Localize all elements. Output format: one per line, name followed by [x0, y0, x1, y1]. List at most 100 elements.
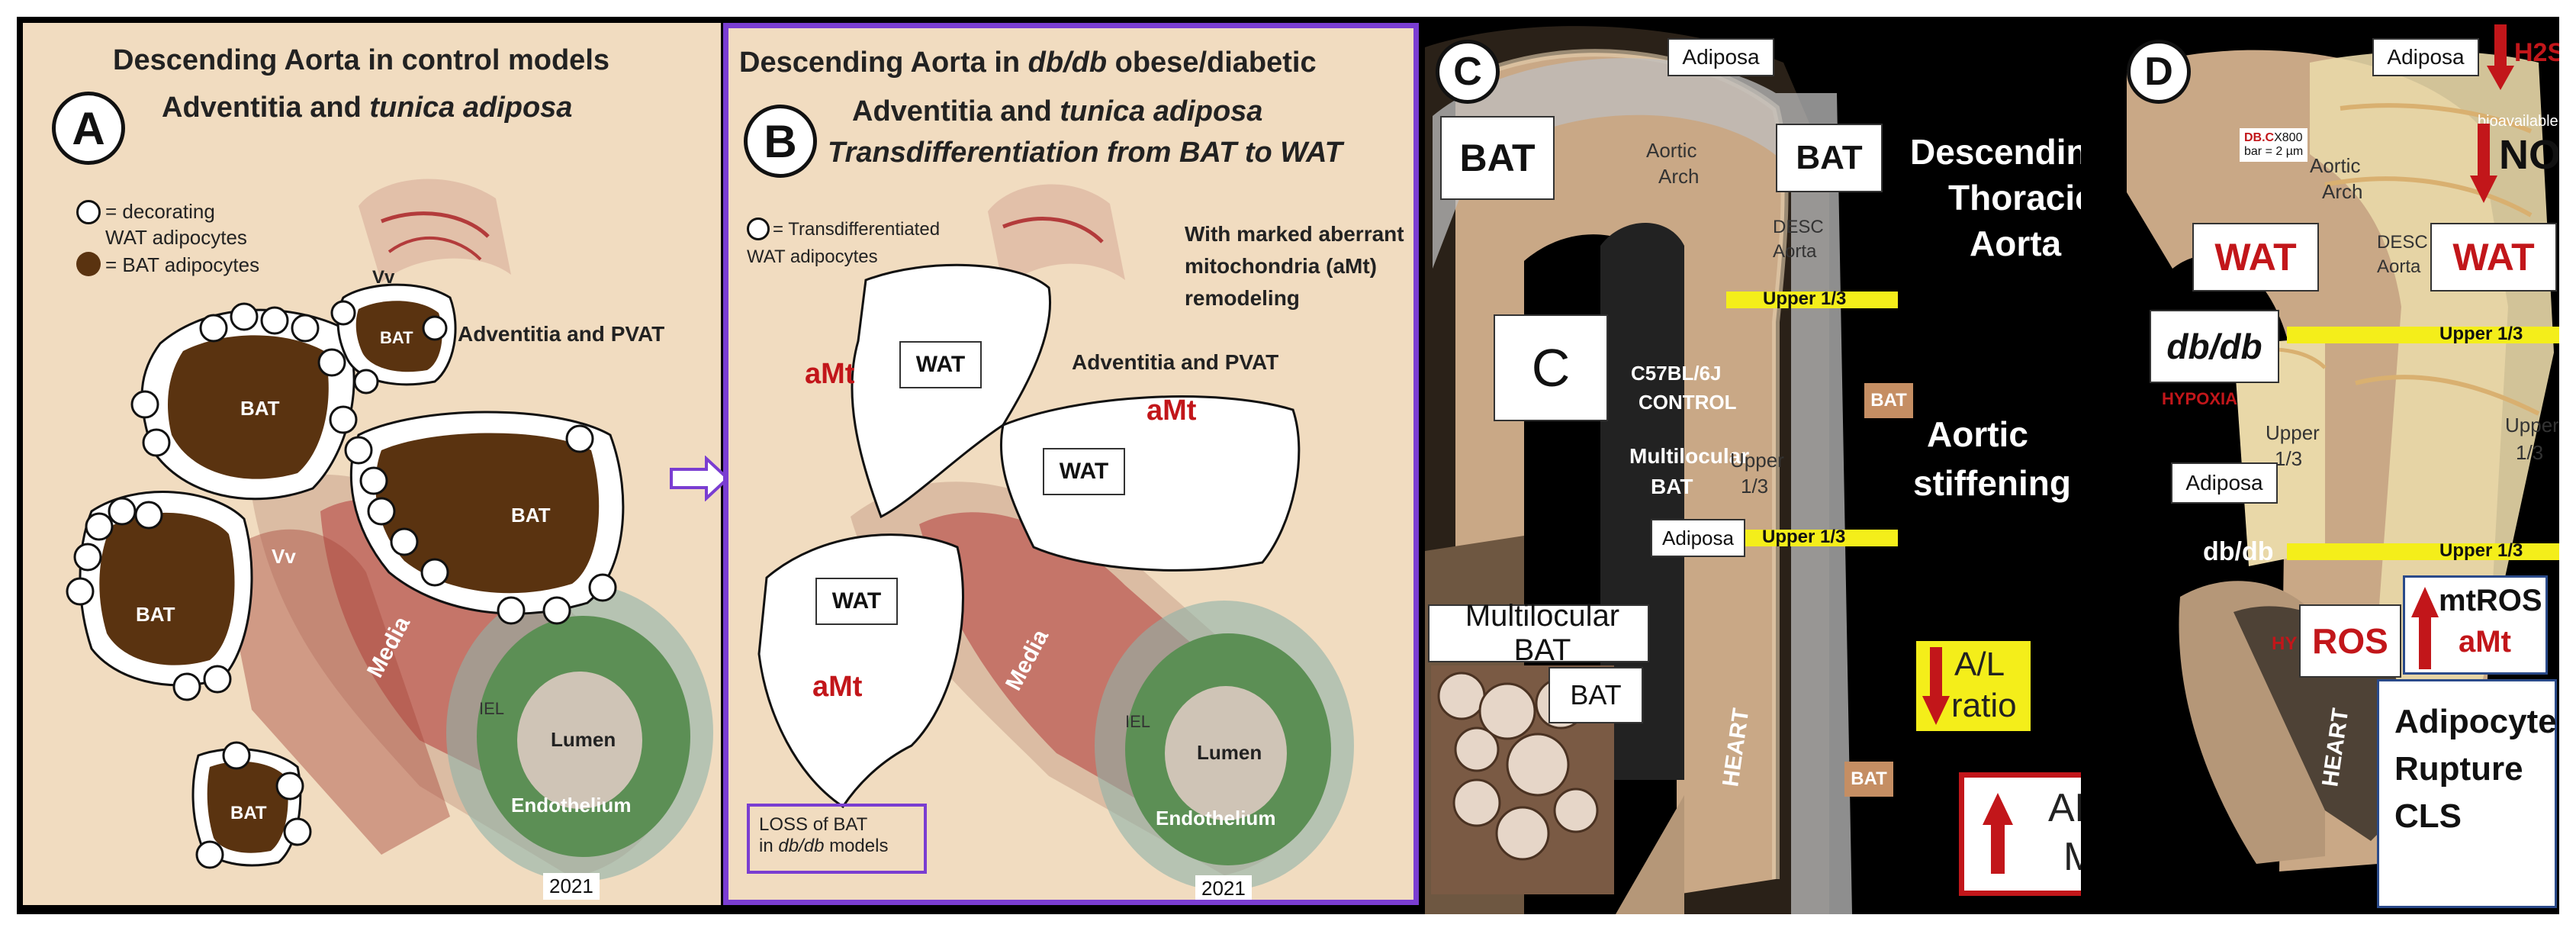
lumen-label-b: Lumen: [1197, 741, 1262, 764]
bat-label-3: BAT: [511, 504, 551, 527]
legend-white-dot: [76, 200, 101, 224]
scale-line-1b: X800: [2274, 131, 2303, 144]
note-line-2: mitochondria (aMt): [1185, 254, 1377, 278]
endothelium-label-b: Endothelium: [1156, 807, 1276, 830]
scale-line-1: DB.CX800: [2244, 131, 2303, 145]
down-arrow-icon: [1922, 647, 1950, 725]
panel-b-title-2a: Adventitia and: [852, 95, 1060, 127]
up-arrow-icon: [1983, 793, 2013, 874]
wat-blob: [757, 533, 964, 809]
stiffening-1: Aortic: [1927, 414, 2028, 454]
note-line-3: remodeling: [1185, 286, 1300, 310]
bat-box-c-inset: BAT: [1548, 667, 1643, 723]
upper-d-2: 1/3: [2275, 447, 2303, 470]
bat-tag-c-1: BAT: [1864, 383, 1913, 418]
mtros-box: mtROS aMt: [2403, 575, 2548, 675]
no-down-arrow-icon: [2470, 124, 2497, 203]
svg-text:Vv: Vv: [272, 545, 296, 568]
bat-blob: [349, 411, 625, 615]
adventitia-pvat-label-b: Adventitia and PVAT: [1072, 350, 1279, 374]
adiposa-box-c: Adiposa: [1667, 38, 1774, 76]
legend-transdiff-text-1: = Transdifferentiated: [773, 219, 941, 240]
adventitia-pvat-label: Adventitia and PVAT: [458, 322, 665, 346]
mtros-up-arrow-icon: [2411, 587, 2439, 669]
panel-d-letter: D: [2127, 40, 2191, 104]
mtros-label: mtROS: [2439, 584, 2542, 617]
panel-c: HEART C Adiposa BAT BAT Aortic Arch DESC…: [1425, 17, 1936, 914]
adiposa-box-d: Adiposa: [2372, 38, 2479, 76]
aortic-arch-c-1: Aortic: [1646, 139, 1697, 162]
multilocular-bat-box: Multilocular BAT: [1428, 599, 1649, 667]
upper-third-bar-d-2-text: Upper 1/3: [2439, 540, 2523, 561]
stiffening-2: stiffening: [1913, 463, 2071, 503]
bat-box-c-right: BAT: [1776, 124, 1883, 192]
rupture-line-1: Adipocyte: [2394, 703, 2557, 740]
upper-third-bar-c-1-text: Upper 1/3: [1763, 288, 1847, 309]
vv-label: Vv: [372, 267, 395, 288]
side-title-3: Aorta: [1970, 224, 2062, 263]
wat-box-d-right: WAT: [2430, 223, 2557, 292]
bat-blob: [191, 748, 302, 867]
side-title-2: Thoracic: [1948, 178, 2095, 217]
dbdb-box-d: db/db: [2150, 310, 2279, 383]
legend-white-text: = decorating: [105, 200, 215, 223]
wat-box-2: WAT: [1043, 448, 1125, 495]
upper-side-c-2: 1/3: [1741, 475, 1769, 498]
wat-box-d-left: WAT: [2192, 223, 2319, 292]
upper-third-bar-d-1: Upper 1/3: [2287, 324, 2559, 344]
rupture-box: Adipocyte Rupture CLS: [2377, 679, 2557, 908]
panel-c-letter: C: [1436, 40, 1500, 104]
legend-transdiff-text-2: WAT adipocytes: [747, 246, 878, 267]
al-text-2: ratio: [1951, 687, 2017, 724]
bat-label-2: BAT: [380, 328, 413, 347]
ros-box: ROS: [2299, 604, 2401, 678]
desc-aorta-c-2: Aorta: [1773, 241, 1817, 262]
loss-line-2a: in: [759, 836, 779, 856]
multilocular-label-1: Multilocular: [1629, 444, 1750, 468]
panel-a-title-2b: tunica adiposa: [369, 92, 573, 124]
scale-bar-label: DB.CX800 bar = 2 µm: [2240, 128, 2308, 162]
wat-box-1: WAT: [899, 341, 982, 388]
bat-blob: [336, 283, 457, 386]
rupture-line-3: CLS: [2394, 797, 2462, 835]
upper-d-4: 1/3: [2516, 441, 2544, 464]
bat-tag-c-2: BAT: [1844, 762, 1893, 797]
panel-a-title-1: Descending Aorta in control models: [113, 44, 610, 76]
hypoxia-label: HYPOXIA: [2162, 389, 2238, 408]
multilocular-label-2: BAT: [1651, 475, 1693, 498]
loss-line-2b: db/db: [778, 836, 825, 856]
figure: Media Vv A Descending Aorta in control m…: [17, 17, 2559, 914]
bat-label-1: BAT: [240, 397, 280, 420]
year-label: 2021: [543, 873, 600, 900]
loss-line-1: LOSS of BAT: [759, 814, 868, 835]
amt-label-1: aMt: [805, 358, 855, 390]
upper-third-bar-c-2-text: Upper 1/3: [1762, 527, 1846, 547]
h2s-label: H2S: [2514, 38, 2559, 67]
amt-label-2: aMt: [1146, 395, 1197, 427]
upper-third-bar-d-1-text: Upper 1/3: [2439, 324, 2523, 344]
panel-b-title-1: Descending Aorta in db/db obese/diabetic: [739, 47, 1317, 79]
rupture-line-2: Rupture: [2394, 750, 2523, 788]
upper-third-bar-c-1: Upper 1/3: [1726, 288, 1898, 309]
panel-d: HEART D Adiposa H2S bioavailable NO DB.C…: [2081, 17, 2559, 914]
panel-a-letter: A: [52, 92, 125, 165]
desc-aorta-c-1: DESC: [1773, 217, 1824, 237]
adiposa-box-d-2: Adiposa: [2171, 462, 2278, 504]
panel-a-title-2: Adventitia and tunica adiposa: [162, 92, 572, 124]
desc-aorta-d-2: Aorta: [2377, 256, 2421, 277]
upper-third-bar-c-2: Upper 1/3: [1745, 527, 1898, 547]
bat-box-c-left: BAT: [1440, 116, 1555, 200]
iel-label: IEL: [479, 699, 505, 718]
aortic-arch-d-2: Arch: [2322, 180, 2363, 203]
no-label: NO: [2499, 132, 2559, 178]
bat-blob: [79, 491, 253, 687]
panel-b-title-2: Adventitia and tunica adiposa: [852, 95, 1262, 128]
adipocyte-cells: [1437, 672, 1599, 861]
year-label-b: 2021: [1195, 875, 1252, 900]
h2s-down-arrow-icon: [2487, 24, 2514, 90]
legend-transdiff-dot: [747, 217, 770, 240]
wat-blob: [999, 395, 1301, 572]
big-c-box: C: [1494, 314, 1608, 421]
desc-aorta-d-1: DESC: [2377, 232, 2428, 253]
wat-box-3: WAT: [815, 578, 898, 625]
